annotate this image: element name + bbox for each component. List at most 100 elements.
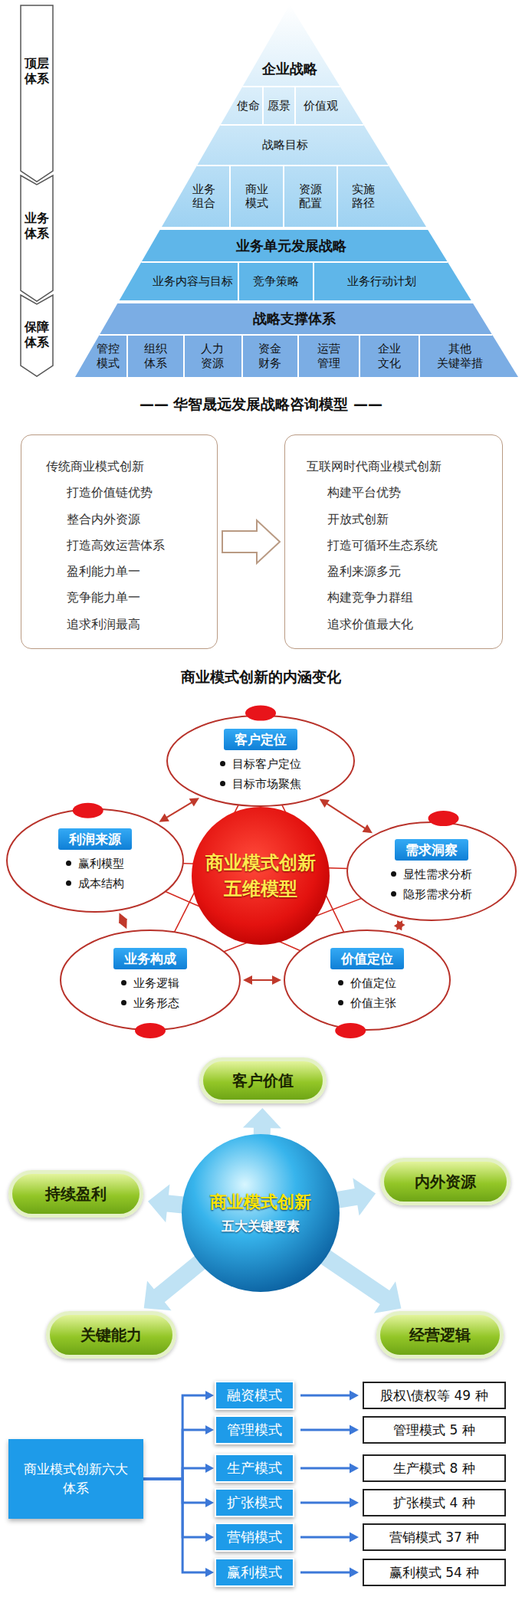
mode-label: 管理模式 bbox=[226, 1421, 283, 1440]
connector bbox=[319, 799, 373, 834]
divider-line bbox=[294, 86, 296, 125]
bullet-row: 目标市场聚焦 bbox=[219, 774, 302, 795]
count-label: 股权\债权等 49 种 bbox=[380, 1387, 488, 1406]
ellipse-outline bbox=[60, 930, 240, 1031]
pyramid-cell: 竞争策略 bbox=[249, 262, 303, 301]
system-box: 商业模式创新六大 体系 bbox=[8, 1439, 144, 1520]
connector bbox=[300, 1425, 359, 1436]
list-item: 开放式创新 bbox=[306, 506, 503, 533]
divider-line bbox=[358, 334, 361, 378]
band-heading: 战略支撑体系 bbox=[179, 309, 410, 329]
connector bbox=[147, 1185, 188, 1224]
list-item: 竞争能力单一 bbox=[45, 584, 217, 611]
count-label: 营销模式 37 种 bbox=[389, 1529, 480, 1547]
connector-line bbox=[300, 1536, 351, 1540]
arrow-head bbox=[349, 1391, 359, 1402]
connector bbox=[159, 797, 200, 823]
dimension-ellipse: 价值定位价值定位价值主张 bbox=[283, 929, 451, 1031]
bracket-line bbox=[143, 1430, 207, 1480]
bullet-dot bbox=[65, 880, 72, 887]
box-title: 传统商业模式创新 bbox=[45, 453, 217, 480]
bullet-text: 目标客户定位 bbox=[232, 754, 302, 775]
tier-label: 业务 体系 bbox=[23, 210, 50, 242]
pyramid-cell: 业务 组合 bbox=[188, 165, 220, 227]
cell-label: 业务内容与目标 bbox=[152, 274, 234, 289]
pyramid-cell: 其他 关键举措 bbox=[433, 334, 486, 378]
connector bbox=[300, 1533, 359, 1544]
divider-line bbox=[183, 334, 185, 378]
mode-label: 营销模式 bbox=[226, 1528, 283, 1547]
dimension-ellipse: 客户定位目标客户定位目标市场聚焦 bbox=[166, 715, 355, 808]
cell-label: 人力 资源 bbox=[196, 341, 228, 371]
element-pill: 经营逻辑 bbox=[376, 1311, 504, 1360]
arrow-head bbox=[205, 1391, 214, 1401]
bullet-dot bbox=[338, 1000, 344, 1006]
band-fill bbox=[161, 4, 427, 227]
arrow-head bbox=[349, 1498, 359, 1509]
cell-label: 资源 配置 bbox=[295, 182, 326, 211]
mode-label: 赢利模式 bbox=[226, 1563, 283, 1583]
bracket-line bbox=[143, 1479, 207, 1573]
pyramid-cell: 资源 配置 bbox=[295, 165, 326, 227]
arrow-head bbox=[205, 1425, 214, 1435]
core-fill bbox=[191, 807, 330, 946]
tier-arrow: 顶层 体系 bbox=[20, 5, 53, 182]
pyramid-cell: 实施 路径 bbox=[348, 165, 379, 227]
cell-label: 使命 bbox=[236, 98, 260, 113]
bullet-row: 目标客户定位 bbox=[219, 754, 302, 775]
fat-arrow bbox=[317, 1247, 401, 1314]
red-dot bbox=[72, 803, 104, 819]
connector bbox=[300, 1391, 359, 1402]
mode-label: 融资模式 bbox=[226, 1386, 283, 1406]
core-circle: 商业模式创新五维模型 bbox=[191, 807, 330, 946]
pyramid-cell: 企业 文化 bbox=[374, 334, 405, 378]
connector bbox=[300, 1498, 359, 1509]
mode-box: 管理模式 bbox=[214, 1415, 295, 1445]
divider-line bbox=[141, 261, 448, 263]
band-fill bbox=[75, 303, 519, 378]
mode-label: 扩张模式 bbox=[226, 1493, 283, 1513]
cell-label: 价值观 bbox=[303, 98, 339, 113]
cell-label: 运营 管理 bbox=[313, 341, 345, 371]
divider-line bbox=[241, 334, 243, 378]
connector-line bbox=[325, 803, 366, 830]
bullet-dot bbox=[219, 761, 226, 767]
pill-label: 内外资源 bbox=[414, 1172, 477, 1193]
count-label: 管理模式 5 种 bbox=[393, 1421, 476, 1440]
connector bbox=[143, 1425, 214, 1480]
pill-label: 经营逻辑 bbox=[409, 1325, 471, 1347]
system-label: 商业模式创新六大 体系 bbox=[17, 1460, 135, 1500]
bullet-text: 价值主张 bbox=[350, 993, 397, 1014]
sphere-title: 商业模式创新 bbox=[210, 1189, 312, 1216]
connector bbox=[317, 1247, 401, 1314]
list-item: 追求利润最高 bbox=[45, 611, 217, 638]
compare-box: 传统商业模式创新打造价值链优势整合内外资源打造高效运营体系盈利能力单一竞争能力单… bbox=[20, 434, 218, 650]
divider-line bbox=[297, 334, 299, 378]
dimension-heading: 价值定位 bbox=[330, 948, 404, 970]
pyramid-cell: 使命 bbox=[234, 86, 263, 125]
bullet-row: 隐形需求分析 bbox=[390, 884, 473, 905]
cell-label: 实施 路径 bbox=[348, 182, 379, 211]
element-pill: 内外资源 bbox=[380, 1158, 511, 1206]
pyramid-cell: 人力 资源 bbox=[196, 334, 228, 378]
bullet-dot bbox=[121, 980, 127, 986]
core-sphere: 商业模式创新五大关键要素 bbox=[181, 1134, 340, 1293]
connector bbox=[143, 1464, 214, 1480]
arrow-outline bbox=[20, 175, 53, 302]
connector-line bbox=[300, 1467, 351, 1471]
connector-line bbox=[250, 979, 274, 982]
pyramid-cell: 组织 体系 bbox=[140, 334, 171, 378]
red-dot bbox=[428, 810, 460, 827]
arrow-head bbox=[393, 920, 403, 931]
fat-arrow bbox=[147, 1185, 188, 1224]
pyramid-cell: 运营 管理 bbox=[313, 334, 345, 378]
bullet-row: 显性需求分析 bbox=[390, 864, 473, 885]
count-box: 股权\债权等 49 种 bbox=[362, 1382, 506, 1410]
mode-box: 扩张模式 bbox=[214, 1488, 295, 1518]
pyramid-cell: 资金 财务 bbox=[254, 334, 286, 378]
dimension-heading: 需求洞察 bbox=[394, 839, 469, 861]
count-box: 赢利模式 54 种 bbox=[362, 1559, 506, 1587]
bracket-line bbox=[143, 1479, 207, 1504]
element-pill: 持续盈利 bbox=[8, 1170, 144, 1218]
bullet-row: 业务逻辑 bbox=[121, 973, 180, 994]
